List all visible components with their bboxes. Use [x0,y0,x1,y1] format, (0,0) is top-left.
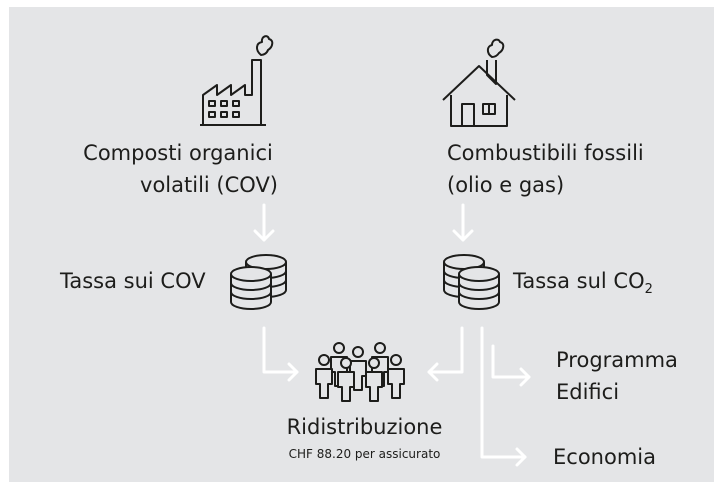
co2-tax-label-main: Tassa sul CO [513,269,645,293]
co2-tax-label: Tassa sul CO2 [513,265,653,301]
co2-tax-label-subscript: 2 [644,282,653,297]
buildings-program-label: Programma Edifici [556,344,678,408]
economy-label: Economia [553,445,656,469]
cov-tax-label: Tassa sui COV [60,269,206,293]
house-icon [442,38,516,127]
coin-stack-icon [230,254,287,310]
people-group-icon [315,342,405,402]
redistribution-detail: CHF 88.20 per assicurato [288,447,441,461]
cov-source-label: Composti organici volatili (COV) [78,137,278,201]
diagram-panel [9,7,714,482]
fossil-source-line-2: (olio e gas) [447,173,565,197]
buildings-program-line-2: Edifici [556,380,620,404]
coin-stack-icon [443,254,500,310]
factory-icon [200,35,274,126]
redistribution-title: Ridistribuzione [286,415,443,439]
flow-arrows [253,203,531,467]
fossil-source-line-1: Combustibili fossili [447,141,644,165]
cov-source-line-1: Composti organici [83,141,273,165]
fossil-source-label: Combustibili fossili (olio e gas) [447,137,644,201]
buildings-program-line-1: Programma [556,348,678,372]
cov-source-line-2: volatili (COV) [140,173,278,197]
